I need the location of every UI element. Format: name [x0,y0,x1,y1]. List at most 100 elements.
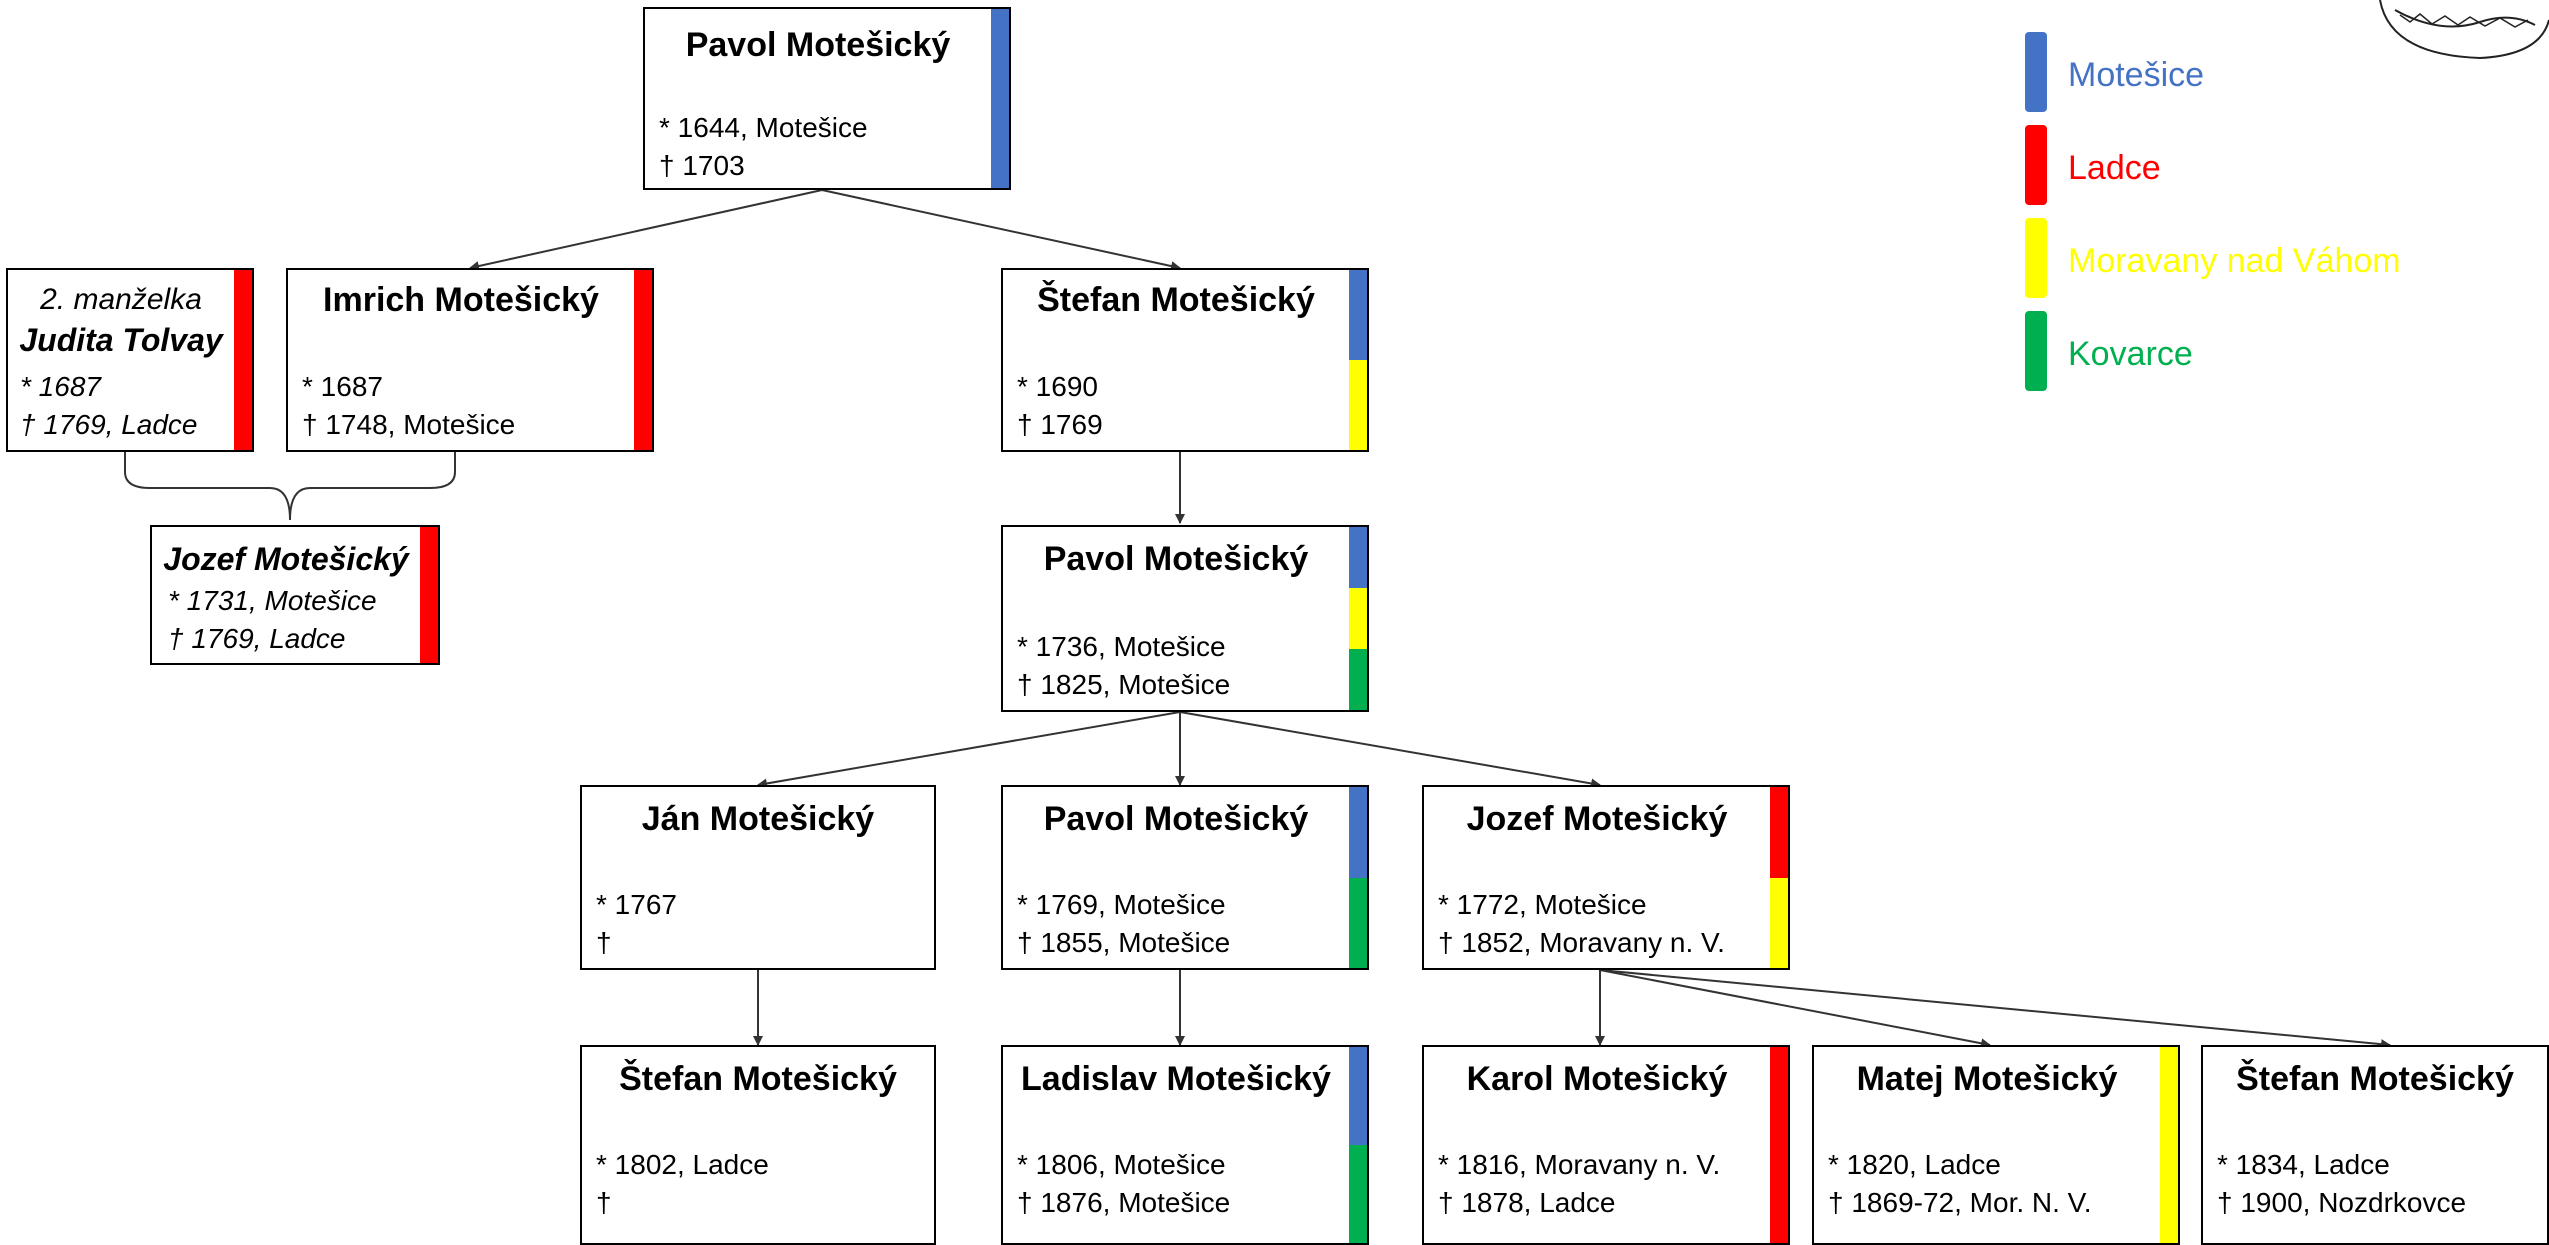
person-born: * 1767 [596,889,677,920]
legend-swatch-motesice [2025,32,2047,112]
place-bar-moravany [2160,1047,2178,1243]
person-name: Jozef Motešický [1466,800,1728,838]
person-name: Matej Motešický [1856,1060,2118,1098]
person-born: * 1806, Motešice [1017,1149,1226,1180]
person-died: † 1769, Ladce [168,623,346,654]
person-name: Štefan Motešický [2236,1060,2514,1098]
place-bars [234,270,252,450]
edge-pavol-1736-jozef-1772 [1179,711,1601,789]
person-born: * 1834, Ladce [2217,1149,2390,1180]
person-stefan-1690: Štefan Motešický * 1690 † 1769 [1001,268,1369,452]
place-bar-moravany [1349,588,1367,649]
place-bar-ladce [1770,1047,1788,1243]
edge-pavol-1644-stefan-1690 [821,189,1181,271]
person-jozef-1731: Jozef Motešický * 1731, Motešice † 1769,… [150,525,440,665]
edge-pavol-1644-imrich [469,189,823,271]
person-died: † 1878, Ladce [1438,1187,1616,1218]
person-stefan-1834: Štefan Motešický * 1834, Ladce † 1900, N… [2201,1045,2549,1245]
person-born: * 1690 [1017,371,1098,402]
person-judita-tolvay: 2. manželka Judita Tolvay * 1687 † 1769,… [6,268,254,452]
place-bars [2160,1047,2178,1243]
place-bars [1349,527,1367,710]
person-imrich-1687: Imrich Motešický * 1687 † 1748, Motešice [286,268,654,452]
place-bars [1349,787,1367,968]
person-pavol-1769: Pavol Motešický * 1769, Motešice † 1855,… [1001,785,1369,970]
person-name: Pavol Motešický [1043,540,1309,578]
person-born: * 1736, Motešice [1017,631,1226,662]
place-bars [1349,270,1367,450]
person-died: † 1769, Ladce [20,409,198,440]
person-died: † 1852, Moravany n. V. [1438,927,1725,958]
legend-label-kovarce: Kovarce [2068,335,2193,373]
person-pavol-1736: Pavol Motešický * 1736, Motešice † 1825,… [1001,525,1369,712]
legend-label-motesice: Motešice [2068,56,2205,94]
person-name: Jozef Motešický [163,541,409,577]
place-bar-kovarce [1349,649,1367,710]
place-bar-motesice [991,9,1009,188]
person-born: * 1687 [20,371,101,402]
person-born: * 1769, Motešice [1017,889,1226,920]
person-jan-1767: Ján Motešický * 1767 † [580,785,936,970]
legend-label-moravany: Moravany nad Váhom [2068,242,2401,280]
person-stefan-1802: Štefan Motešický * 1802, Ladce † [580,1045,936,1245]
place-bars [634,270,652,450]
person-died: † 1703 [659,150,745,181]
place-bars [1349,1047,1367,1243]
person-name: Ladislav Motešický [1021,1060,1331,1098]
person-name: Judita Tolvay [19,322,223,358]
person-name: Imrich Motešický [323,281,599,319]
person-died: † 1825, Motešice [1017,669,1231,700]
person-born: * 1820, Ladce [1828,1149,2001,1180]
person-born: * 1687 [302,371,383,402]
legend-label-ladce: Ladce [2068,149,2161,187]
place-bar-ladce [420,527,438,663]
place-bar-motesice [1349,527,1367,588]
person-pavol-1644: Pavol Motešický * 1644, Motešice † 1703 [643,7,1011,190]
legend-swatch-ladce [2025,125,2047,205]
person-name: Pavol Motešický [1043,800,1309,838]
place-bar-ladce [234,270,252,450]
place-bars [991,9,1009,188]
person-ladislav-1806: Ladislav Motešický * 1806, Motešice † 18… [1001,1045,1369,1245]
edge-jozef-1772-matej [1599,969,1991,1049]
person-died: † 1855, Motešice [1017,927,1231,958]
place-bars [1770,787,1788,968]
person-jozef-1772: Jozef Motešický * 1772, Motešice † 1852,… [1422,785,1790,970]
place-bar-motesice [1349,787,1367,878]
person-matej-1820: Matej Motešický * 1820, Ladce † 1869-72,… [1812,1045,2180,1245]
person-born: * 1772, Motešice [1438,889,1647,920]
place-bar-motesice [1349,270,1367,360]
spouse-label: 2. manželka [40,283,202,316]
person-karol-1816: Karol Motešický * 1816, Moravany n. V. †… [1422,1045,1790,1245]
person-died: † 1900, Nozdrkovce [2217,1187,2467,1218]
person-name: Karol Motešický [1466,1060,1728,1098]
legend-swatch-moravany [2025,218,2047,298]
bracket-parents-jozef-1731 [124,452,456,521]
coat-of-arms-fragment [2379,0,2549,60]
person-died: † 1869-72, Mor. N. V. [1828,1187,2092,1218]
person-born: * 1802, Ladce [596,1149,769,1180]
person-died: † [596,1187,612,1218]
place-bar-motesice [1349,1047,1367,1145]
edge-jozef-1772-stefan-1834 [1599,969,2391,1050]
place-bars [1770,1047,1788,1243]
edge-pavol-1736-jan [757,711,1181,789]
person-name: Štefan Motešický [1037,281,1315,319]
place-bar-kovarce [1349,877,1367,968]
person-died: † 1876, Motešice [1017,1187,1231,1218]
person-born: * 1816, Moravany n. V. [1438,1149,1721,1180]
place-bar-kovarce [1349,1145,1367,1243]
place-bar-ladce [634,270,652,450]
person-name: Pavol Motešický [685,26,951,64]
place-bars [420,527,438,663]
person-born: * 1644, Motešice [659,112,868,143]
person-name: Štefan Motešický [619,1060,897,1098]
place-bar-moravany [1770,877,1788,968]
legend-swatch-kovarce [2025,311,2047,391]
person-name: Ján Motešický [641,800,875,838]
person-born: * 1731, Motešice [168,585,377,616]
person-died: † 1748, Motešice [302,409,516,440]
person-died: † [596,927,612,958]
person-died: † 1769 [1017,409,1103,440]
